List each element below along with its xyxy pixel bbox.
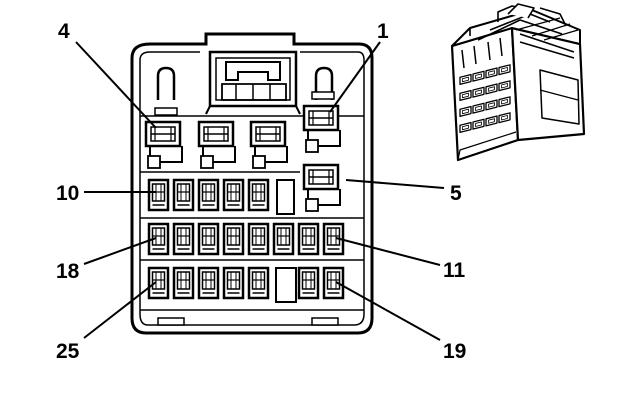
leader-5 bbox=[345, 179, 445, 189]
leader-18 bbox=[83, 237, 157, 265]
cavity-2 bbox=[249, 120, 288, 169]
cavity-3 bbox=[197, 120, 236, 169]
cavity-row-25 bbox=[147, 266, 345, 303]
connector-isometric-view bbox=[450, 3, 586, 162]
connector-face bbox=[130, 32, 374, 335]
pin-label-18: 18 bbox=[56, 260, 80, 283]
leader-lines bbox=[75, 41, 445, 341]
leader-25 bbox=[83, 281, 157, 339]
cavity-4 bbox=[144, 120, 183, 169]
cavity-row-10 bbox=[147, 178, 295, 215]
pin-label-10: 10 bbox=[56, 182, 79, 205]
pin-labels: 4 1 10 5 18 11 25 19 bbox=[56, 20, 466, 363]
pin-label-11: 11 bbox=[443, 259, 466, 282]
pin-label-5: 5 bbox=[450, 182, 462, 205]
pin-label-25: 25 bbox=[56, 340, 80, 363]
pin-label-4: 4 bbox=[58, 20, 70, 43]
pin-label-19: 19 bbox=[443, 340, 466, 363]
pin-label-1: 1 bbox=[377, 20, 389, 43]
cavity-5 bbox=[302, 163, 341, 212]
leader-4 bbox=[75, 41, 157, 129]
leader-19 bbox=[335, 281, 441, 341]
leader-11 bbox=[335, 237, 441, 266]
cavity-1 bbox=[302, 104, 341, 153]
leader-1 bbox=[329, 41, 381, 113]
latch bbox=[205, 50, 301, 115]
